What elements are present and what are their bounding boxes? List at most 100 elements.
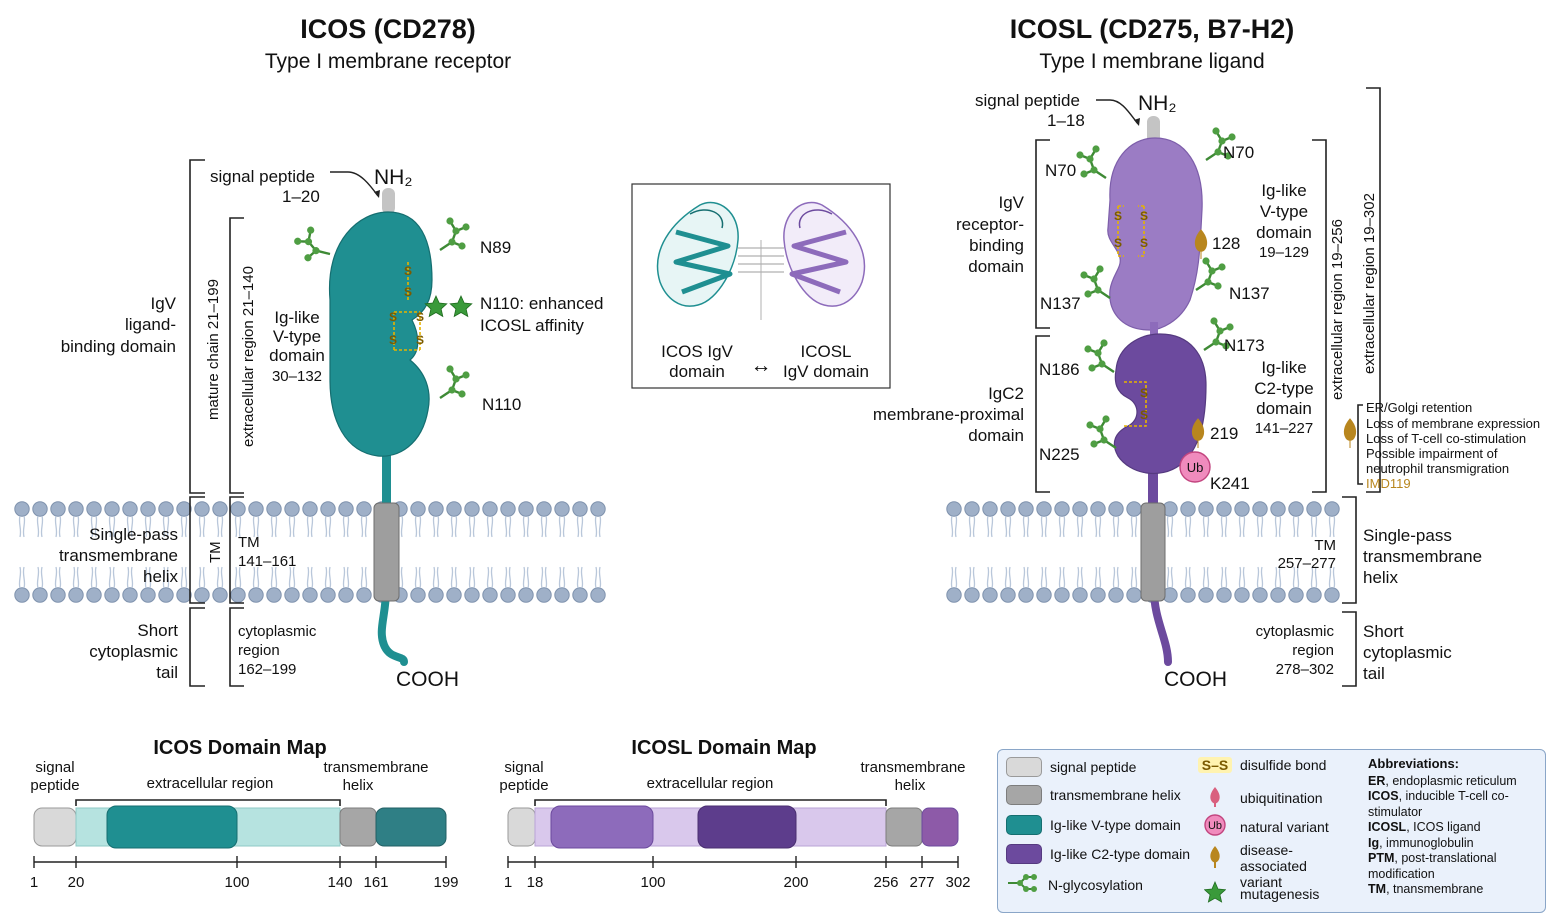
svg-text:domain: domain xyxy=(1256,399,1312,418)
svg-text:transmembrane: transmembrane xyxy=(860,759,965,776)
svg-text:IgV: IgV xyxy=(150,294,176,313)
icos-map-cytoplasmic xyxy=(375,807,447,847)
lipid-head xyxy=(1324,501,1340,538)
svg-text:V-type: V-type xyxy=(1260,202,1308,221)
svg-text:tail: tail xyxy=(156,663,178,682)
svg-text:Single-pass: Single-pass xyxy=(89,525,178,544)
svg-text:ER/Golgi retention: ER/Golgi retention xyxy=(1366,400,1472,415)
abbr-tm: TM, tnansmembrane xyxy=(1368,882,1484,896)
lipid-head xyxy=(428,501,444,538)
lipid-head xyxy=(356,566,372,603)
mutagenesis-star-icon xyxy=(424,295,448,318)
svg-text:Loss of membrane expression: Loss of membrane expression xyxy=(1366,416,1540,431)
lipid-head xyxy=(1072,501,1088,538)
icosl-variant-219: 219 xyxy=(1210,424,1238,443)
svg-text:Ub: Ub xyxy=(1208,820,1222,832)
ubiquitin-icon xyxy=(1179,451,1211,483)
svg-text:Short: Short xyxy=(137,621,178,640)
svg-text:S: S xyxy=(1114,236,1122,250)
svg-text:TM: TM xyxy=(238,534,260,551)
ubiquitination-icon xyxy=(1198,785,1232,810)
svg-text:S: S xyxy=(1140,386,1148,400)
icosl-glyco-n70-left: N70 xyxy=(1045,161,1076,180)
abbr-icosl: ICOSL, ICOS ligand xyxy=(1368,820,1481,834)
lipid-head xyxy=(482,566,498,603)
icosl-igc2-right-label: Ig-like C2-type domain 141–227 xyxy=(1254,358,1314,437)
icos-extracellular: extracellular region 21–140 xyxy=(240,266,257,447)
icos-tm-bracket xyxy=(229,496,244,604)
icosl-subtitle: Type I membrane ligand xyxy=(1039,50,1264,73)
lipid-head xyxy=(946,566,962,603)
lipid-head xyxy=(68,501,84,538)
icos-subtitle: Type I membrane receptor xyxy=(265,50,511,73)
lipid-head xyxy=(338,566,354,603)
svg-text:domain: domain xyxy=(1256,223,1312,242)
icosl-map-title: ICOSL Domain Map xyxy=(631,737,816,759)
lipid-head xyxy=(1000,566,1016,603)
lipid-head xyxy=(248,501,264,538)
lipid-head xyxy=(1234,566,1250,603)
svg-text:cytoplasmic: cytoplasmic xyxy=(1363,643,1452,662)
svg-text:V-type: V-type xyxy=(273,327,321,346)
icosl-transmembrane-helix xyxy=(1140,502,1166,602)
lipid-head xyxy=(284,566,300,603)
legend-ubiquitination: ubiquitination xyxy=(1198,785,1323,810)
icosl-igc2-bracket xyxy=(1035,335,1050,493)
lipid-head xyxy=(1036,566,1052,603)
glycosylation-icon xyxy=(1079,264,1112,300)
lipid-head xyxy=(1252,566,1268,603)
svg-text:IgC2: IgC2 xyxy=(988,384,1024,403)
icosl-extracellular-a: extracellular region 19–256 xyxy=(1329,219,1346,400)
lipid-head xyxy=(446,566,462,603)
svg-text:Single-pass: Single-pass xyxy=(1363,526,1452,545)
glycosylation-icon xyxy=(438,364,471,400)
transmembrane-swatch xyxy=(1006,785,1042,805)
axis-tick-label: 1 xyxy=(30,874,38,891)
icos-cyto-label: cytoplasmic region 162–199 xyxy=(238,623,317,678)
lipid-head xyxy=(1198,566,1214,603)
lipid-head xyxy=(1306,501,1322,538)
icosl-disease-label: IMD119 xyxy=(1366,476,1411,491)
lipid-head xyxy=(1090,501,1106,538)
axis-tick-label: 161 xyxy=(363,874,388,891)
legend-igv-domain: Ig-like V-type domain xyxy=(1006,815,1181,835)
icos-map-tm-label: transmembrane helix xyxy=(323,759,428,794)
disulfide-icon: S–S xyxy=(1198,757,1232,773)
disease-variant-icon xyxy=(1343,418,1357,449)
svg-text:S: S xyxy=(416,333,424,347)
svg-text:S: S xyxy=(1140,209,1148,223)
svg-text:S: S xyxy=(1140,408,1148,422)
icosl-signal-leader xyxy=(1096,99,1139,125)
axis-tick-label: 199 xyxy=(433,874,458,891)
icosl-stalk xyxy=(1148,470,1158,510)
icos-map-signal-label: signal peptide xyxy=(30,759,79,794)
lipid-head xyxy=(1126,501,1142,538)
icos-helix-label: Single-pass transmembrane helix xyxy=(59,525,179,586)
axis-tick-label: 200 xyxy=(783,874,808,891)
icos-helix-bracket xyxy=(189,496,205,604)
lipid-head xyxy=(212,566,228,603)
lipid-head xyxy=(964,501,980,538)
lipid-head xyxy=(946,501,962,538)
mutagenesis-star-icon xyxy=(1198,880,1232,906)
svg-text:binding: binding xyxy=(969,236,1024,255)
lipid-head xyxy=(302,566,318,603)
svg-text:141–227: 141–227 xyxy=(1255,420,1313,437)
lipid-head xyxy=(1180,501,1196,538)
svg-text:S: S xyxy=(389,310,397,324)
lipid-head xyxy=(1108,566,1124,603)
svg-text:278–302: 278–302 xyxy=(1276,661,1334,678)
svg-text:receptor-: receptor- xyxy=(956,215,1024,234)
lipid-head xyxy=(176,501,192,538)
lipid-head xyxy=(518,566,534,603)
lipid-head xyxy=(572,501,588,538)
icosl-cooh: COOH xyxy=(1164,668,1227,691)
svg-text:neutrophil transmigration: neutrophil transmigration xyxy=(1366,461,1509,476)
icos-transmembrane-helix xyxy=(373,502,400,602)
svg-text:transmembrane: transmembrane xyxy=(1363,547,1482,566)
lipid-head xyxy=(1108,501,1124,538)
svg-text:S: S xyxy=(404,264,412,278)
svg-text:transmembrane: transmembrane xyxy=(323,759,428,776)
